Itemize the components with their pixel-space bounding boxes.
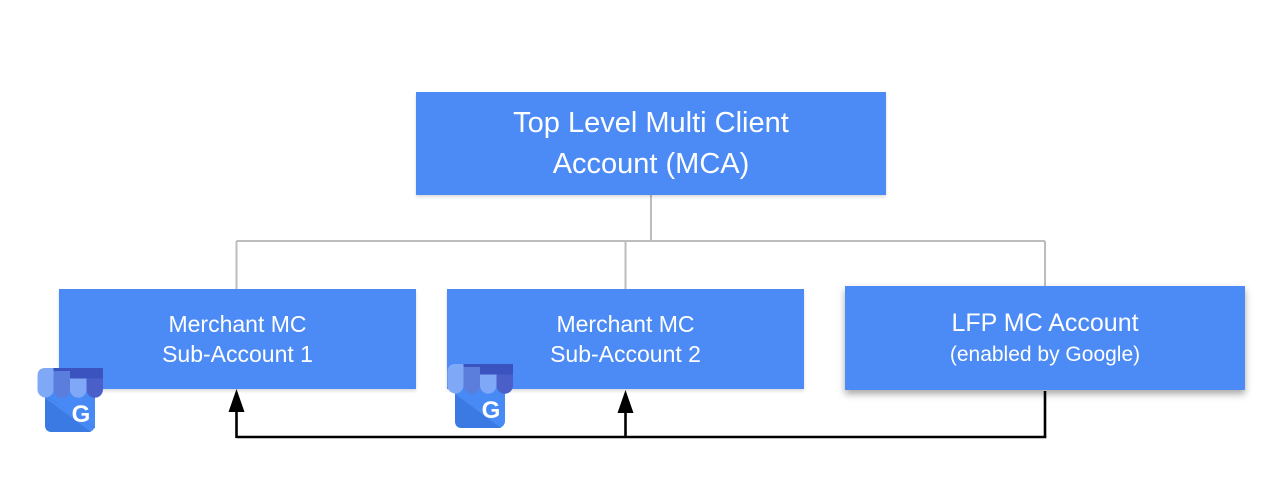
node-lfp-mc-account: LFP MC Account (enabled by Google)	[845, 286, 1245, 390]
node-label-line2: Sub-Account 1	[162, 341, 313, 367]
storefront-awning	[37, 368, 103, 398]
node-label-line1: Top Level Multi Client	[513, 106, 789, 139]
banner-board	[463, 364, 513, 375]
arrow-up-icon-sub2	[617, 390, 634, 413]
node-label-line1: Merchant MC	[168, 311, 307, 337]
arrow-up-icon-sub1	[228, 389, 245, 412]
node-label-line2: Sub-Account 2	[550, 341, 701, 367]
tree-connector-lines	[235, 195, 1046, 289]
google-my-business-icon: G	[37, 368, 103, 432]
storefront-awning	[447, 364, 513, 394]
google-my-business-icon: G	[447, 364, 513, 428]
google-g-letter: G	[482, 397, 501, 424]
node-label-line2: Account (MCA)	[552, 147, 750, 180]
google-g-letter: G	[72, 401, 91, 428]
lfp-feed-arrow-lines	[235, 391, 1047, 439]
node-top-level-mca: Top Level Multi Client Account (MCA)	[416, 92, 886, 195]
arrowheads	[228, 389, 634, 413]
node-merchant-sub-account-1: Merchant MC Sub-Account 1	[59, 289, 416, 389]
node-label-line2: (enabled by Google)	[949, 342, 1141, 366]
node-label-line1: Merchant MC	[556, 311, 695, 337]
node-label-line1: LFP MC Account	[951, 308, 1139, 337]
banner-board	[53, 368, 103, 379]
